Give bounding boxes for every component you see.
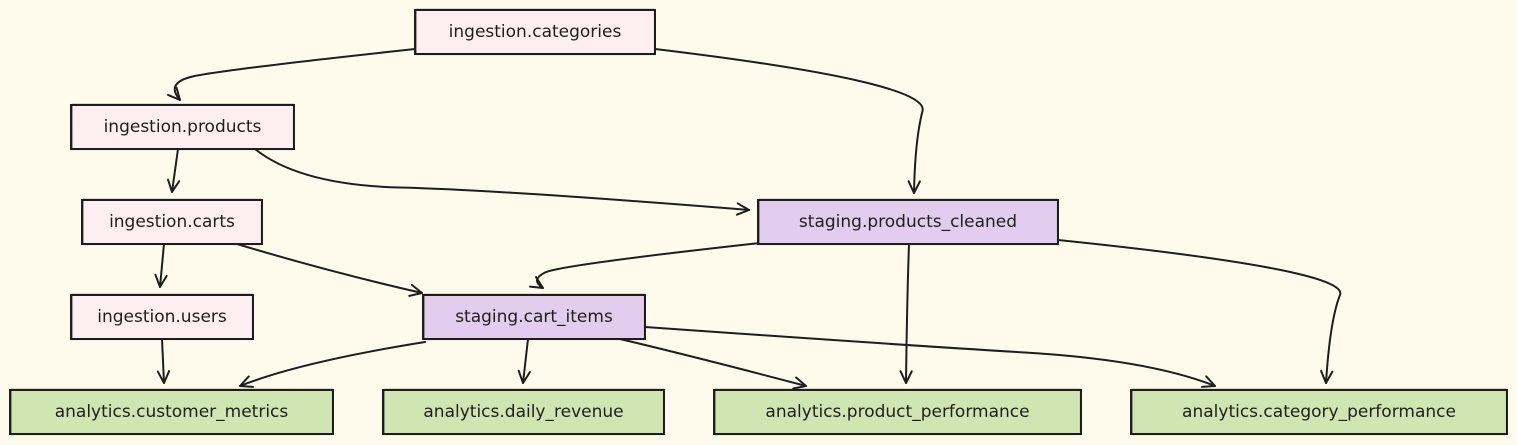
node-box <box>1130 389 1508 435</box>
node-ingestion-products[interactable]: ingestion.products <box>70 103 295 151</box>
node-sketch-outline <box>1131 388 1507 436</box>
arrowhead-icon <box>156 370 171 384</box>
node-label: ingestion.users <box>97 307 227 327</box>
node-box <box>70 294 254 340</box>
node-ingestion-carts[interactable]: ingestion.carts <box>81 198 263 246</box>
node-staging-products-cleaned[interactable]: staging.products_cleaned <box>757 198 1059 246</box>
edge-line <box>161 338 165 384</box>
edge-line <box>654 48 924 194</box>
edge-ingestion-categories-to-ingestion-products <box>167 48 416 101</box>
node-label: staging.products_cleaned <box>799 212 1017 232</box>
node-ingestion-users[interactable]: ingestion.users <box>70 293 254 341</box>
nodes-layer: ingestion.categories ingestion.products in… <box>9 8 1508 436</box>
edge-line <box>644 326 1216 387</box>
edge-line <box>171 148 179 193</box>
node-sketch-outline <box>82 198 262 246</box>
node-box <box>713 389 1082 435</box>
node-box <box>81 199 263 245</box>
edge-line <box>905 243 910 384</box>
edge-line <box>236 243 423 294</box>
node-sketch-outline <box>758 198 1058 246</box>
edge-staging-cart-items-to-analytics-customer-metrics <box>239 341 426 388</box>
node-label: analytics.customer_metrics <box>55 402 289 422</box>
node-sketch-outline <box>10 388 333 436</box>
edge-staging-cart-items-to-analytics-product-performance <box>619 338 807 390</box>
node-sketch-outline <box>71 103 294 151</box>
arrowhead-icon <box>167 86 181 101</box>
node-label: analytics.product_performance <box>765 402 1029 422</box>
edge-staging-products-cleaned-to-analytics-product-performance <box>899 243 913 384</box>
node-sketch-outline <box>383 388 664 436</box>
arrowhead-icon <box>792 376 807 390</box>
node-analytics-customer-metrics[interactable]: analytics.customer_metrics <box>9 388 334 436</box>
edge-line <box>619 338 807 387</box>
node-label: staging.cart_items <box>455 307 613 327</box>
edges-layer <box>154 48 1342 390</box>
edge-ingestion-users-to-analytics-customer-metrics <box>156 338 171 384</box>
edge-ingestion-products-to-ingestion-carts <box>167 148 181 193</box>
node-analytics-product-performance[interactable]: analytics.product_performance <box>713 388 1082 436</box>
arrowhead-icon <box>1201 375 1216 388</box>
arrowhead-icon <box>239 375 254 388</box>
edge-staging-cart-items-to-analytics-category-performance <box>644 326 1216 388</box>
node-sketch-outline <box>423 293 645 341</box>
node-box <box>9 389 334 435</box>
edge-line <box>522 338 529 384</box>
arrowhead-icon <box>167 178 181 193</box>
node-box <box>70 104 295 150</box>
node-sketch-outline <box>415 8 655 56</box>
edge-ingestion-carts-to-staging-cart-items <box>236 243 423 297</box>
arrowhead-icon <box>1320 369 1334 384</box>
node-box <box>757 199 1059 245</box>
arrowhead-icon <box>529 276 544 289</box>
arrowhead-icon <box>735 202 750 216</box>
edge-staging-products-cleaned-to-staging-cart-items <box>529 242 761 289</box>
edge-line <box>159 243 165 288</box>
node-label: ingestion.carts <box>109 212 235 232</box>
arrowhead-icon <box>517 369 531 384</box>
node-analytics-category-performance[interactable]: analytics.category_performance <box>1130 388 1508 436</box>
node-staging-cart-items[interactable]: staging.cart_items <box>422 293 646 341</box>
arrowhead-icon <box>154 273 168 288</box>
edge-line <box>536 242 761 289</box>
node-label: ingestion.products <box>104 117 262 137</box>
edge-line <box>254 148 750 211</box>
node-sketch-outline <box>714 388 1081 436</box>
node-box <box>414 9 656 55</box>
edge-staging-cart-items-to-analytics-daily-revenue <box>517 338 531 384</box>
node-label: ingestion.categories <box>449 22 622 42</box>
arrowhead-icon <box>408 283 423 297</box>
node-ingestion-categories[interactable]: ingestion.categories <box>414 8 656 56</box>
edge-line <box>239 341 426 387</box>
edge-staging-products-cleaned-to-analytics-category-performance <box>1057 239 1342 384</box>
node-box <box>422 294 646 340</box>
node-sketch-outline <box>71 293 253 341</box>
node-box <box>382 389 665 435</box>
node-label: analytics.category_performance <box>1182 402 1456 422</box>
node-label: analytics.daily_revenue <box>423 402 623 422</box>
edge-ingestion-carts-to-ingestion-users <box>154 243 168 288</box>
edge-line <box>173 48 416 101</box>
arrowhead-icon <box>907 180 921 194</box>
edge-ingestion-products-to-staging-products-cleaned <box>254 148 750 216</box>
arrowhead-icon <box>899 370 913 384</box>
edge-line <box>1057 239 1342 384</box>
edge-ingestion-categories-to-staging-products-cleaned <box>654 48 924 194</box>
node-analytics-daily-revenue[interactable]: analytics.daily_revenue <box>382 388 665 436</box>
